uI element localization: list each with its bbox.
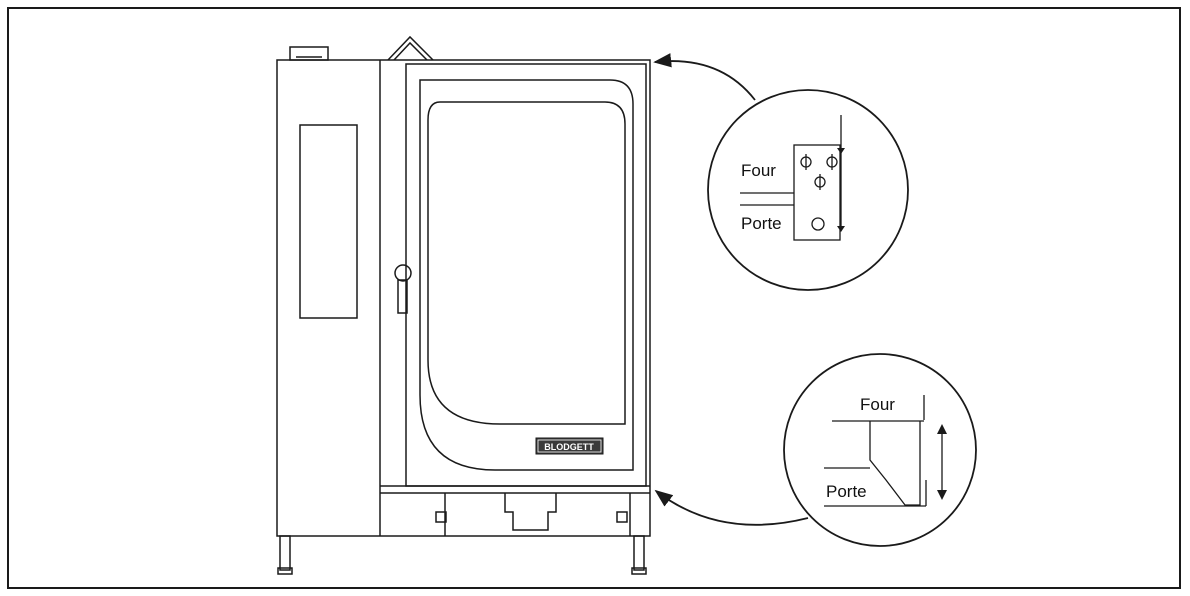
cabinet-outline [276, 59, 651, 537]
top-control-box [289, 46, 329, 61]
adjust-arrow-bottom [837, 226, 845, 232]
door-handle-knob [394, 264, 412, 282]
bottom-bracket [869, 421, 921, 506]
adjust-arrow-down [937, 490, 947, 500]
bottom-hinge-callout: Four Porte [783, 353, 977, 547]
arrow-to-top-hinge [653, 53, 756, 101]
door-glass-inner [427, 101, 626, 425]
oven-door [405, 63, 647, 487]
brand-label: BLODGETT [544, 442, 594, 452]
brand-badge: BLODGETT [535, 437, 604, 455]
arrow-to-bottom-hinge [654, 489, 809, 526]
drain-box [504, 493, 557, 531]
leg-left [279, 535, 291, 571]
bottom-label-oven: Four [860, 395, 895, 414]
hinge-pin [811, 217, 825, 231]
bottom-label-door: Porte [826, 482, 867, 501]
top-vent [387, 35, 434, 61]
leg-right [633, 535, 645, 571]
adjust-arrow-top [837, 148, 845, 154]
top-label-oven: Four [741, 161, 776, 180]
door-glass-outer [419, 79, 634, 471]
oven-unit [276, 35, 651, 575]
top-label-door: Porte [741, 214, 782, 233]
adjust-arrow-up [937, 424, 947, 434]
top-hinge-callout: Four Porte [707, 89, 909, 291]
door-handle [397, 279, 408, 314]
figure-frame [7, 7, 1181, 589]
control-panel-window [299, 124, 358, 319]
